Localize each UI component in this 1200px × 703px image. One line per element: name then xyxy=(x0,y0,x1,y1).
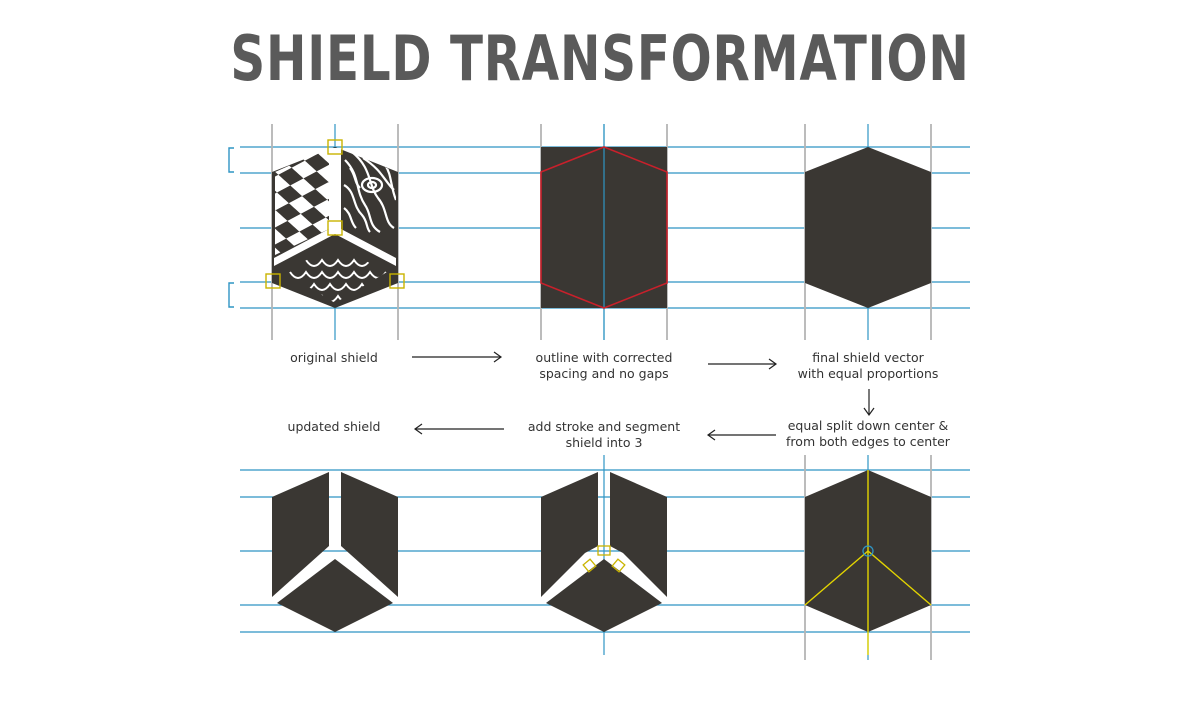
caption-stroke-line1: add stroke and segment xyxy=(528,419,680,434)
caption-split-line1: equal split down center & xyxy=(788,418,949,433)
updated-shield xyxy=(272,472,398,632)
original-segment-gaps xyxy=(274,148,396,266)
caption-outline-line2: spacing and no gaps xyxy=(539,366,668,381)
caption-final-line2: with equal proportions xyxy=(798,366,939,381)
caption-stroke-line2: shield into 3 xyxy=(566,435,643,450)
anchor-handles xyxy=(265,139,405,289)
segmented-shield xyxy=(541,472,667,632)
arrow-right-icon xyxy=(708,358,778,370)
arrow-down-icon xyxy=(863,389,875,417)
original-shield xyxy=(265,139,405,308)
wood-grain-texture xyxy=(343,151,396,233)
arrow-left-icon xyxy=(413,423,504,435)
split-shield xyxy=(804,470,932,655)
page-title: SHIELD TRANSFORMATION xyxy=(230,22,970,95)
caption-split-line2: from both edges to center xyxy=(786,434,951,449)
caption-final-line1: final shield vector xyxy=(812,350,924,365)
segment-handles xyxy=(582,545,626,573)
caption-original-shield: original shield xyxy=(290,350,378,365)
arrow-left-icon xyxy=(706,429,776,441)
caption-updated-shield: updated shield xyxy=(288,419,381,434)
arrow-right-icon xyxy=(412,351,503,363)
caption-outline-line1: outline with corrected xyxy=(536,350,673,365)
center-point-icon xyxy=(862,545,874,557)
final-shield xyxy=(805,147,931,308)
spacing-brackets xyxy=(228,147,234,308)
outline-shield xyxy=(540,124,668,340)
